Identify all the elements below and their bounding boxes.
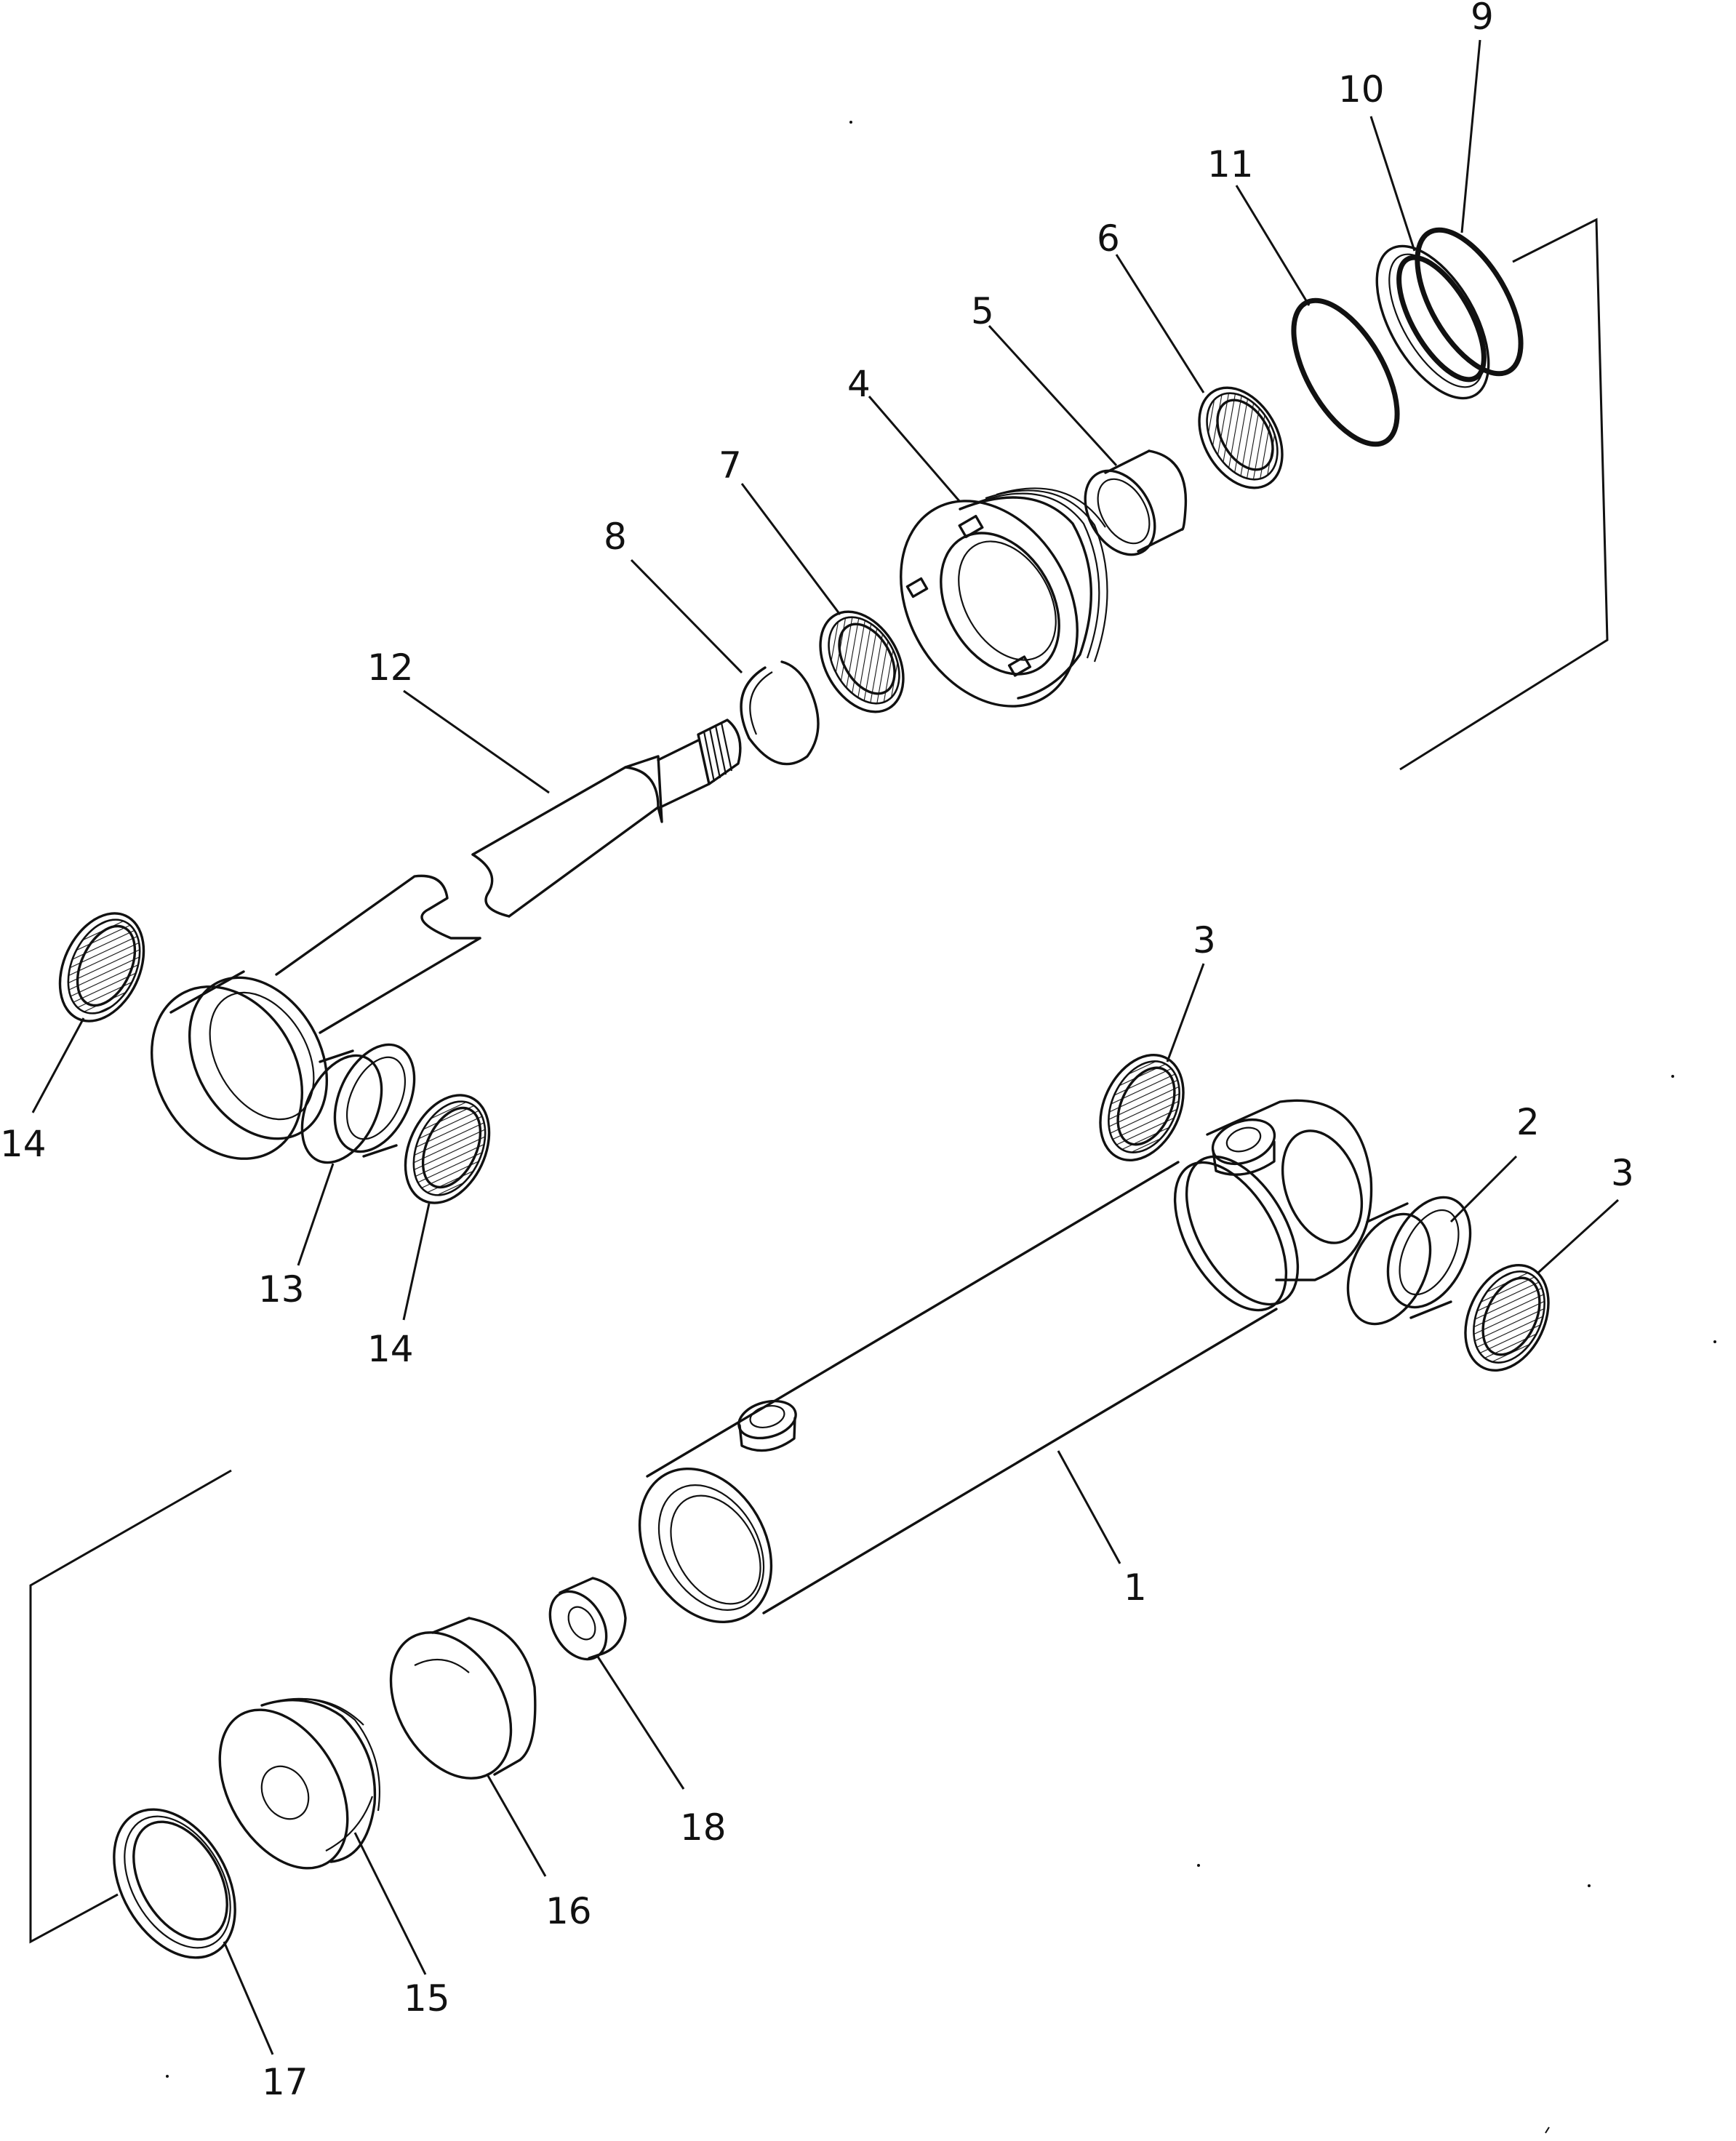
- bushing-5: [1084, 449, 1188, 556]
- callout-3b: 3: [1611, 1152, 1634, 1194]
- callout-16: 16: [545, 1890, 592, 1932]
- seal-6: [1198, 386, 1284, 489]
- callout-17: 17: [262, 2061, 308, 2103]
- seal-ring-17: [113, 1808, 236, 1959]
- callout-14b: 14: [367, 1328, 414, 1370]
- nut-18: [548, 1577, 627, 1661]
- wear-ring-16: [389, 1617, 537, 1780]
- callout-7: 7: [719, 444, 742, 487]
- callout-18: 18: [680, 1806, 727, 1849]
- ring-10: [1375, 244, 1490, 400]
- leader-lines: [31, 39, 1620, 2055]
- cylinder-head: [900, 487, 1108, 708]
- callout-3a: 3: [1193, 919, 1216, 961]
- assembly-bracket-lower: [29, 1469, 232, 1944]
- seal-7: [819, 610, 905, 713]
- callout-12: 12: [367, 647, 414, 689]
- callout-15: 15: [404, 1977, 450, 2020]
- scan-specks: [166, 121, 1716, 2134]
- callout-9: 9: [1471, 0, 1494, 38]
- seal-14-lower: [404, 1094, 491, 1204]
- callout-1: 1: [1124, 1566, 1147, 1609]
- seal-14-upper: [58, 912, 145, 1023]
- callout-5: 5: [971, 290, 994, 332]
- callout-14a: 14: [0, 1123, 47, 1165]
- callout-4: 4: [847, 363, 871, 405]
- callout-8: 8: [604, 516, 627, 558]
- cylinder-tube: [638, 1099, 1373, 1624]
- bushing-13: [300, 1043, 416, 1164]
- bushing-2: [1346, 1196, 1472, 1326]
- callout-11: 11: [1207, 143, 1254, 185]
- seal-3-right: [1464, 1263, 1550, 1372]
- snap-ring-8: [740, 660, 820, 766]
- callout-10: 10: [1338, 68, 1385, 111]
- callout-2: 2: [1516, 1101, 1540, 1143]
- seal-3-upper: [1099, 1053, 1185, 1162]
- ring-9: [1415, 227, 1524, 377]
- piston-rod: [150, 719, 742, 1160]
- o-ring-11: [1291, 297, 1400, 447]
- callout-13: 13: [258, 1268, 305, 1310]
- callout-6: 6: [1097, 217, 1120, 260]
- callout-labels: 1 2 3 3 4 5 6 7 8 9 10 11 12 13 14 14 15…: [0, 0, 1634, 2103]
- assembly-bracket-upper: [1399, 217, 1609, 771]
